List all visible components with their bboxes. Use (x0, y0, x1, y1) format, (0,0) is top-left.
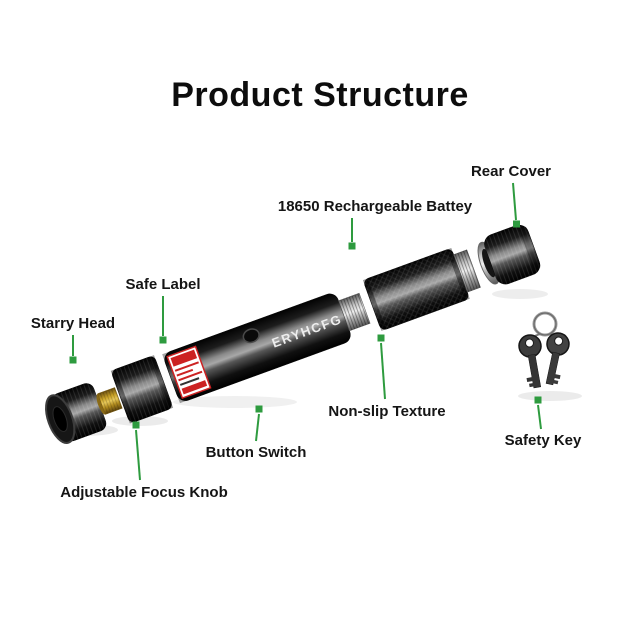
callout-lines (69, 182, 542, 481)
callout-line-non-slip (380, 342, 386, 400)
safety-keys-part (518, 311, 570, 389)
page-title: Product Structure (171, 76, 469, 114)
label-safe-label: Safe Label (125, 276, 201, 293)
safe-label-sticker (166, 345, 212, 399)
focus-knob-part (110, 355, 174, 424)
label-safety-key: Safety Key (504, 432, 582, 449)
label-button-switch: Button Switch (205, 444, 307, 461)
callout-marker-focus-knob (132, 421, 140, 429)
callout-line-focus-knob (135, 429, 141, 481)
label-non-slip-texture: Non-slip Texture (328, 403, 446, 420)
callout-marker-rear-cover (513, 220, 520, 228)
battery-tube-part (362, 248, 481, 331)
callout-marker-safety-key (534, 396, 542, 404)
callout-marker-safe-label (159, 336, 167, 344)
label-starry-head: Starry Head (30, 315, 116, 332)
callout-line-safety-key (537, 404, 542, 430)
callout-marker-non-slip (377, 334, 385, 342)
callout-marker-starry-head (69, 356, 77, 364)
brass-lens-tip (96, 387, 123, 415)
callout-line-button-switch (255, 413, 260, 442)
label-adjustable-focus-knob: Adjustable Focus Knob (60, 484, 228, 501)
callout-line-rear-cover (512, 182, 517, 221)
label-rear-cover: Rear Cover (470, 163, 552, 180)
callout-marker-button-switch (255, 405, 263, 413)
laser-pointer-parts: ERYHCFG (45, 224, 541, 444)
key-left (518, 334, 542, 389)
rear-cover-part (477, 224, 541, 285)
key-right (545, 332, 570, 386)
starry-head-part (45, 383, 107, 444)
key-ring (532, 311, 558, 337)
thread-joint (338, 292, 371, 332)
label-battery: 18650 Rechargeable Battey (277, 198, 473, 215)
callout-marker-battery (348, 242, 356, 250)
main-body-part: ERYHCFG (162, 293, 351, 404)
button-switch-part (242, 328, 260, 344)
